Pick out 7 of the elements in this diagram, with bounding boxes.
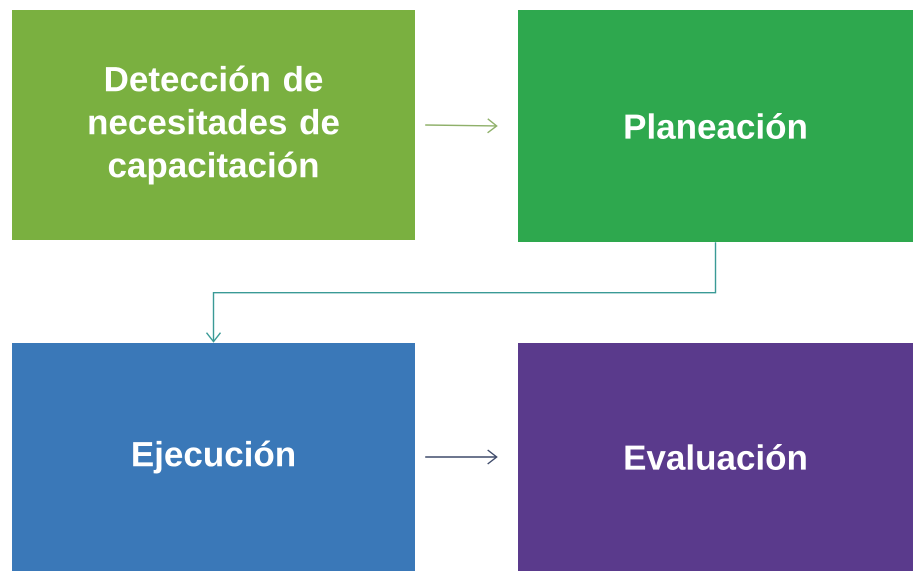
arrow [425, 449, 498, 465]
arrow [425, 118, 498, 134]
process-box: Ejecución [12, 343, 415, 571]
process-box: Detección de necesitades de capacitación [12, 10, 415, 240]
arrow [206, 242, 716, 343]
process-box: Evaluación [518, 343, 913, 571]
process-box: Planeación [518, 10, 913, 242]
